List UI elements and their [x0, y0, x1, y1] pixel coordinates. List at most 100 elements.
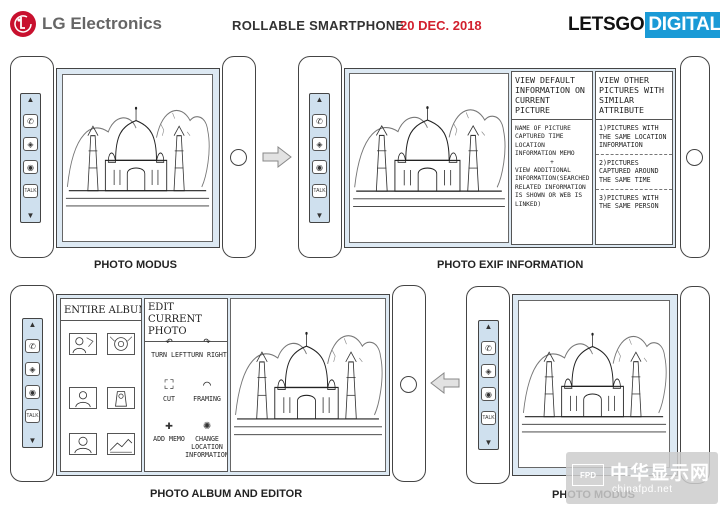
talk-icon[interactable]: TALK: [23, 184, 38, 198]
tool-turn-right-label: TURN RIGHT: [187, 351, 227, 359]
home-button[interactable]: [686, 149, 703, 166]
chevron-up-icon[interactable]: ▲: [28, 320, 37, 329]
document-date: 20 DEC. 2018: [400, 18, 482, 33]
phone-icon[interactable]: ✆: [25, 339, 40, 353]
rotate-left-icon: ↶: [165, 334, 173, 349]
phone-icon[interactable]: ✆: [312, 114, 327, 128]
camera-icon[interactable]: ◉: [25, 385, 40, 399]
watermark-url: chinafpd.net: [612, 484, 673, 495]
phone-right-end: [680, 286, 710, 484]
plus-sign: +: [550, 158, 554, 166]
chevron-down-icon[interactable]: ▼: [28, 436, 37, 445]
album-thumbnail[interactable]: [69, 433, 97, 455]
side-strip: ▲ ✆ ◈ ◉ TALK ▼: [478, 320, 499, 450]
tool-framing-label: FRAMING: [193, 395, 221, 403]
chevron-down-icon[interactable]: ▼: [26, 211, 35, 220]
album-thumbnail[interactable]: [107, 433, 135, 455]
taj-mahal-drawing: [233, 331, 383, 436]
default-info-body: NAME OF PICTURE CAPTURED TIME LOCATION I…: [512, 120, 592, 214]
tool-change-location-label: CHANGE LOCATION INFORMATION: [185, 435, 228, 459]
compass-icon[interactable]: ◈: [25, 362, 40, 376]
tool-framing[interactable]: ◠ FRAMING: [183, 378, 227, 404]
taj-mahal-photo[interactable]: [518, 300, 670, 468]
side-strip: ▲ ✆ ◈ ◉ TALK ▼: [309, 93, 330, 223]
album-thumbnail[interactable]: [107, 333, 135, 355]
taj-mahal-photo[interactable]: [62, 74, 213, 242]
default-info-panel[interactable]: VIEW DEFAULT INFORMATION ON CURRENT PICT…: [511, 71, 593, 245]
chevron-up-icon[interactable]: ▲: [484, 322, 493, 331]
screen: ENTIRE ALBUM EDIT CURRENT PHOTO: [56, 294, 390, 476]
screen: [56, 68, 220, 248]
side-strip: ▲ ✆ ◈ ◉ TALK ▼: [20, 93, 41, 223]
album-thumbnail[interactable]: [69, 333, 97, 355]
tool-cut-label: CUT: [163, 395, 175, 403]
crop-icon: ⛶: [164, 378, 174, 393]
chevron-up-icon[interactable]: ▲: [26, 95, 35, 104]
taj-mahal-photo[interactable]: [349, 73, 509, 243]
compass-icon[interactable]: ◈: [23, 137, 38, 151]
compass-icon[interactable]: ◈: [481, 364, 496, 378]
tool-change-location[interactable]: ✺ CHANGE LOCATION INFORMATION: [183, 418, 228, 460]
site-logo-part2: DIGITAL: [645, 12, 720, 38]
header: LG Electronics ROLLABLE SMARTPHONE 20 DE…: [0, 0, 720, 50]
tool-add-memo[interactable]: ✚ ADD MEMO: [145, 418, 193, 444]
rotate-right-icon: ↷: [203, 334, 211, 349]
arrow-right-icon: [262, 146, 292, 168]
phone-icon[interactable]: ✆: [481, 341, 496, 355]
document-title: ROLLABLE SMARTPHONE: [232, 18, 405, 33]
edit-photo-panel[interactable]: EDIT CURRENT PHOTO ↶ TURN LEFT ↷ TURN RI…: [144, 298, 228, 472]
brand-name: LG Electronics: [42, 14, 162, 33]
tool-turn-left[interactable]: ↶ TURN LEFT: [145, 334, 193, 360]
screen: VIEW DEFAULT INFORMATION ON CURRENT PICT…: [344, 68, 676, 248]
tool-turn-left-label: TURN LEFT: [151, 351, 187, 359]
camera-icon[interactable]: ◉: [23, 160, 38, 174]
add-memo-icon: ✚: [165, 418, 173, 433]
talk-icon[interactable]: TALK: [25, 409, 40, 423]
entire-album-panel[interactable]: ENTIRE ALBUM: [60, 298, 142, 472]
screen: [512, 294, 678, 476]
chevron-up-icon[interactable]: ▲: [315, 95, 324, 104]
camera-icon[interactable]: ◉: [481, 387, 496, 401]
taj-mahal-drawing: [352, 105, 506, 208]
album-thumbnail[interactable]: [107, 387, 135, 409]
location-sun-icon: ✺: [203, 418, 211, 433]
site-logo-part1: LETSGO: [568, 14, 645, 35]
camera-icon[interactable]: ◉: [312, 160, 327, 174]
similar-pictures-panel[interactable]: VIEW OTHER PICTURES WITH SIMILAR ATTRIBU…: [595, 71, 673, 245]
side-strip: ▲ ✆ ◈ ◉ TALK ▼: [22, 318, 43, 448]
default-info-fields: NAME OF PICTURE CAPTURED TIME LOCATION I…: [515, 125, 575, 158]
default-info-heading: VIEW DEFAULT INFORMATION ON CURRENT PICT…: [512, 72, 592, 120]
tool-add-memo-label: ADD MEMO: [153, 435, 185, 443]
similar-item-time[interactable]: 2)PICTURES CAPTURED AROUND THE SAME TIME: [596, 155, 672, 190]
edit-photo-title: EDIT CURRENT PHOTO: [145, 299, 227, 342]
caption-top-right: PHOTO EXIF INFORMATION: [437, 259, 584, 271]
phone-right-end: [680, 56, 710, 258]
taj-mahal-drawing: [521, 332, 667, 433]
lg-logo-icon: [10, 11, 36, 37]
tool-cut[interactable]: ⛶ CUT: [145, 378, 193, 404]
talk-icon[interactable]: TALK: [481, 411, 496, 425]
tool-turn-right[interactable]: ↷ TURN RIGHT: [183, 334, 227, 360]
additional-info-text: VIEW ADDITIONAL INFORMATION(SEARCHED REL…: [515, 167, 590, 208]
phone-icon[interactable]: ✆: [23, 114, 38, 128]
entire-album-title: ENTIRE ALBUM: [61, 299, 141, 321]
chevron-down-icon[interactable]: ▼: [484, 438, 493, 447]
watermark-name: 中华显示网: [610, 463, 711, 484]
chevron-down-icon[interactable]: ▼: [315, 211, 324, 220]
similar-item-person[interactable]: 3)PICTURES WITH THE SAME PERSON: [599, 193, 659, 211]
taj-mahal-drawing: [65, 106, 210, 207]
caption-top-left: PHOTO MODUS: [94, 259, 177, 271]
watermark-badge: FPD: [572, 464, 604, 486]
similar-item-location[interactable]: 1)PICTURES WITH THE SAME LOCATION INFORM…: [596, 120, 672, 155]
compass-icon[interactable]: ◈: [312, 137, 327, 151]
home-button[interactable]: [400, 376, 417, 393]
home-button[interactable]: [230, 149, 247, 166]
album-thumbnail[interactable]: [69, 387, 97, 409]
site-logo: LETSGO DIGITAL: [568, 12, 720, 38]
taj-mahal-photo[interactable]: [230, 298, 386, 472]
watermark: FPD 中华显示网 chinafpd.net: [566, 452, 718, 504]
arrow-left-icon: [430, 372, 460, 394]
caption-bottom-left: PHOTO ALBUM AND EDITOR: [150, 488, 303, 500]
talk-icon[interactable]: TALK: [312, 184, 327, 198]
framing-icon: ◠: [203, 378, 211, 393]
